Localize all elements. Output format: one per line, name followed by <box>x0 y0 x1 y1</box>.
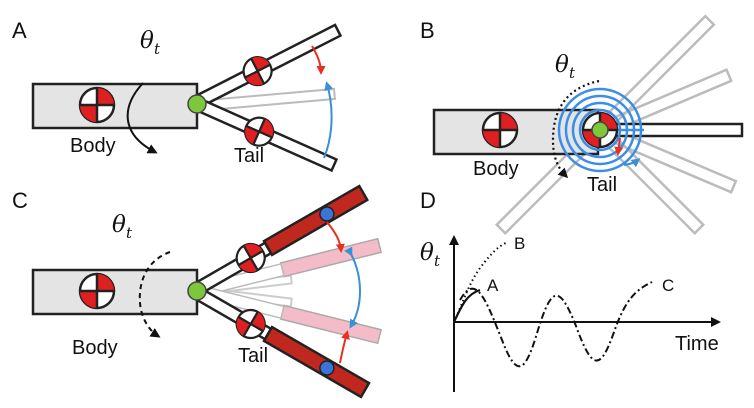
panel-c-letter: C <box>12 188 28 213</box>
svg-text:t: t <box>126 224 133 242</box>
tail-label: Tail <box>234 145 264 167</box>
red-arrow <box>311 45 326 75</box>
panel-a: A θ t Body Tail <box>12 18 343 173</box>
red-arrow <box>614 137 624 156</box>
x-axis-label: Time <box>675 333 719 355</box>
y-axis-label: θ t <box>420 240 441 270</box>
panel-d: D θ t Time B A C <box>420 188 721 392</box>
pivot-joint-icon <box>187 94 207 114</box>
pivot-joint-icon <box>187 281 207 301</box>
panel-c-theta-label: θ t <box>112 212 133 242</box>
panel-a-letter: A <box>12 18 27 43</box>
curve-c <box>459 281 653 368</box>
svg-text:θ: θ <box>112 212 126 238</box>
rotation-arrow <box>126 82 158 154</box>
panel-c: C θ t <box>12 184 383 399</box>
curve-b <box>453 241 509 323</box>
svg-text:θ: θ <box>140 28 154 54</box>
curve-label-a: A <box>487 276 499 295</box>
center-of-mass-icon <box>78 272 116 310</box>
torsion-spring-icon <box>557 87 644 173</box>
body-label: Body <box>72 337 118 359</box>
panel-b-letter: B <box>420 18 435 43</box>
tail-label: Tail <box>587 174 617 196</box>
point-mass-icon <box>319 360 335 376</box>
center-of-mass-icon <box>481 111 519 149</box>
panel-d-letter: D <box>420 188 436 213</box>
blue-arrow <box>623 158 641 168</box>
svg-text:θ: θ <box>555 52 569 78</box>
center-of-mass-icon <box>78 86 116 124</box>
blue-arrow <box>344 246 361 329</box>
point-mass-icon <box>319 206 335 222</box>
red-arrow <box>326 221 345 253</box>
rotation-arrow <box>138 251 171 338</box>
svg-text:t: t <box>434 252 441 270</box>
tail-label: Tail <box>238 345 268 367</box>
curve-label-b: B <box>514 234 525 253</box>
panel-b: B θ t Body Tail <box>420 14 744 236</box>
pivot-joint-icon <box>591 121 609 139</box>
body-label: Body <box>70 135 116 157</box>
panel-b-theta-label: θ t <box>555 52 576 82</box>
tail-upper <box>192 184 369 296</box>
body-label: Body <box>473 158 519 180</box>
rotation-arrow <box>551 79 600 179</box>
svg-text:t: t <box>154 40 161 58</box>
red-arrow <box>339 330 350 364</box>
curve-a <box>453 288 481 323</box>
curve-label-c: C <box>662 276 674 295</box>
panel-a-theta-label: θ t <box>140 28 161 58</box>
svg-text:θ: θ <box>420 240 434 266</box>
blue-arrow <box>323 81 333 159</box>
svg-text:t: t <box>569 64 576 82</box>
